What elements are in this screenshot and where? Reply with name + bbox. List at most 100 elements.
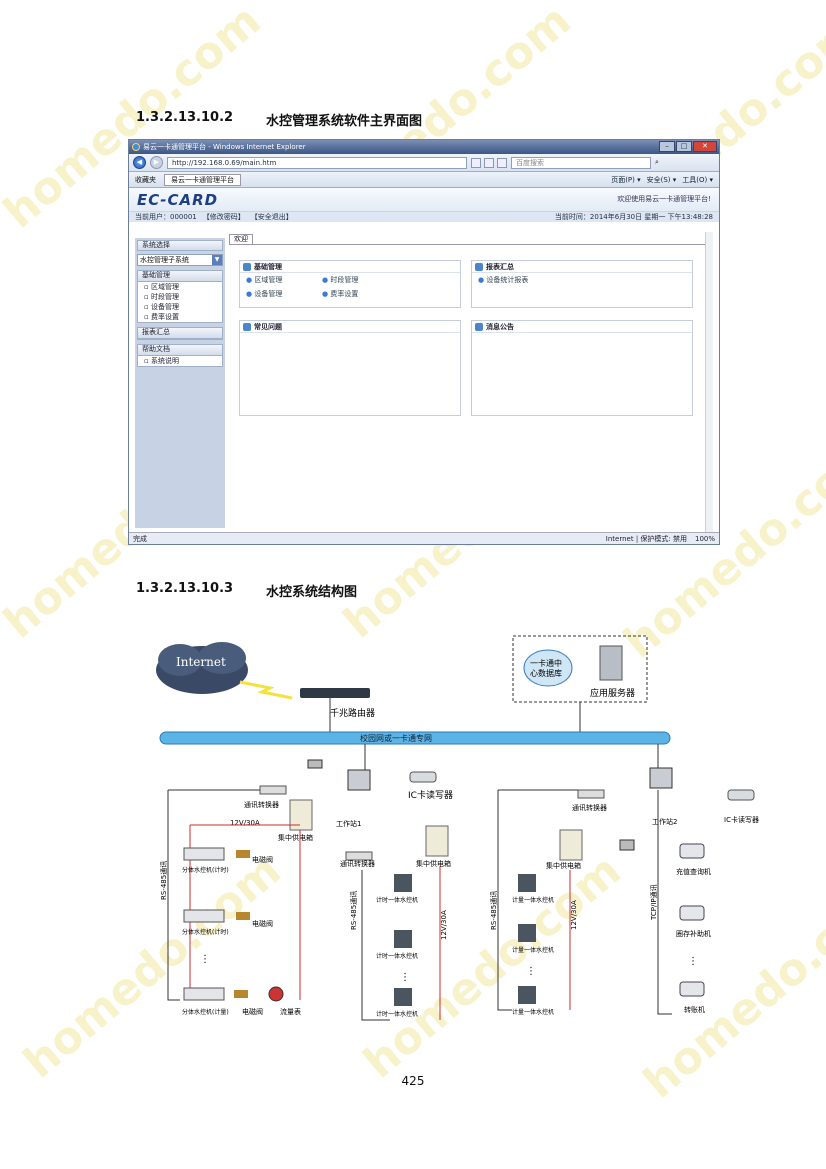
forward-button[interactable]: ▶ — [150, 156, 163, 169]
panel-report: 报表汇总 设备统计报表 — [471, 260, 693, 308]
system-structure-diagram: Internet 千兆路由器 一卡通中 心数据库 应用服务器 校园网或一卡通专网… — [156, 635, 759, 1021]
card-reader1-icon — [409, 771, 437, 783]
sidebar-item-period[interactable]: 时段管理 — [138, 292, 222, 302]
link-rate[interactable]: 费率设置 — [322, 289, 380, 299]
section-number: 1.3.2.13.10.2 — [136, 110, 234, 125]
status-text: 完成 — [133, 534, 147, 543]
internet-label: Internet — [176, 655, 226, 669]
power-box1-icon — [289, 799, 313, 831]
help-header[interactable]: 帮助文档 — [138, 345, 222, 356]
window-title: 易云一卡通管理平台 - Windows Internet Explorer — [143, 143, 306, 151]
tab-bar: 收藏夹 易云一卡通管理平台 页面(P) ▾ 安全(S) ▾ 工具(O) ▾ — [129, 172, 719, 188]
section-number: 1.3.2.13.10.3 — [136, 581, 234, 596]
tools-menu[interactable]: 工具(O) ▾ — [682, 175, 713, 184]
refresh-icon[interactable] — [484, 157, 494, 168]
workstation1-icon — [347, 769, 371, 791]
link-device[interactable]: 设备管理 — [246, 289, 304, 299]
page-menu[interactable]: 页面(P) ▾ — [611, 175, 641, 184]
rs485-mid-label: RS-485通讯 — [349, 891, 358, 930]
search-input[interactable]: 百度搜索 — [511, 156, 651, 169]
svg-text:电磁阀: 电磁阀 — [252, 919, 273, 928]
network-label: 校园网或一卡通专网 — [360, 733, 432, 743]
ec-card-logo: EC-CARD — [137, 191, 219, 209]
minimize-button[interactable]: – — [659, 141, 675, 152]
tab-welcome[interactable]: 欢迎 — [229, 234, 253, 244]
router-label: 千兆路由器 — [330, 707, 375, 719]
svg-text:转账机: 转账机 — [684, 1005, 705, 1014]
section-title: 水控系统结构图 — [266, 585, 358, 600]
zoom-level[interactable]: 100% — [694, 534, 715, 543]
svg-text:分体水控机(计量): 分体水控机(计量) — [182, 1008, 229, 1016]
section-heading-structure: 1.3.2.13.10.3 水控系统结构图 — [136, 581, 357, 600]
close-button[interactable]: ✕ — [693, 141, 717, 152]
system-select-header: 系统选择 — [137, 240, 223, 251]
report-header[interactable]: 报表汇总 — [138, 328, 222, 339]
volt3-label: 12V/30A — [570, 900, 578, 930]
database-icon — [523, 649, 573, 687]
browser-window: 易云一卡通管理平台 - Windows Internet Explorer – … — [128, 139, 720, 545]
section-title: 水控管理系统软件主界面图 — [266, 114, 423, 129]
link-area[interactable]: 区域管理 — [246, 275, 304, 285]
back-button[interactable]: ◀ — [133, 156, 146, 169]
svg-text:电磁阀: 电磁阀 — [252, 855, 273, 864]
power2-label: 集中供电箱 — [416, 859, 451, 868]
svg-text:圈存补助机: 圈存补助机 — [676, 929, 711, 938]
panel-basic: 基础管理 区域管理 时段管理 设备管理 费率设置 — [239, 260, 461, 308]
svg-text:电磁阀: 电磁阀 — [242, 1007, 263, 1016]
svg-text:流量表: 流量表 — [280, 1007, 301, 1016]
converter1-label: 通讯转换器 — [244, 800, 279, 809]
volt2-label: 12V/30A — [440, 910, 448, 940]
section-heading-software: 1.3.2.13.10.2 水控管理系统软件主界面图 — [136, 110, 422, 129]
db-label-line2: 心数据库 — [530, 668, 562, 678]
maximize-button[interactable]: □ — [676, 141, 692, 152]
svg-text:分体水控机(计时): 分体水控机(计时) — [182, 866, 229, 874]
card-rw1-label: IC卡读写器 — [408, 789, 453, 801]
ellipsis-1: ⋮ — [200, 954, 210, 965]
svg-text:计时一体水控机: 计时一体水控机 — [376, 952, 418, 960]
stop-icon[interactable] — [497, 157, 507, 168]
network-bus — [159, 731, 671, 745]
compat-icon[interactable] — [471, 157, 481, 168]
svg-text:分体水控机(计时): 分体水控机(计时) — [182, 928, 229, 936]
svg-text:计量一体水控机: 计量一体水控机 — [512, 896, 554, 904]
workstation2-icon — [649, 767, 673, 789]
link-period[interactable]: 时段管理 — [322, 275, 380, 285]
power3-label: 集中供电箱 — [546, 861, 581, 870]
search-icon[interactable]: ⌕ — [655, 158, 659, 166]
help-group: 帮助文档 系统说明 — [137, 344, 223, 367]
basic-management-header[interactable]: 基础管理 — [138, 271, 222, 282]
welcome-text: 欢迎使用易云一卡通管理平台! — [617, 195, 711, 203]
vertical-scrollbar[interactable] — [705, 232, 713, 532]
converter3-icon — [577, 789, 605, 799]
svg-text:⋮: ⋮ — [400, 972, 410, 983]
system-select[interactable]: 水控管理子系统 — [137, 254, 223, 266]
logout-link[interactable]: 【安全退出】 — [250, 213, 293, 221]
main-area: 欢迎 基础管理 区域管理 时段管理 设备管理 费率设置 报表汇总 设备统计报表 … — [229, 232, 713, 532]
app-server-label: 应用服务器 — [590, 687, 635, 699]
router-icon — [300, 688, 370, 698]
converter1-icon — [259, 785, 287, 795]
sidebar-item-device[interactable]: 设备管理 — [138, 302, 222, 312]
report-group: 报表汇总 — [137, 327, 223, 340]
sidebar-item-system-doc[interactable]: 系统说明 — [138, 356, 222, 366]
ie-icon — [132, 143, 140, 151]
sidebar-item-area[interactable]: 区域管理 — [138, 282, 222, 292]
link-device-report[interactable]: 设备统计报表 — [478, 275, 568, 285]
url-input[interactable]: http://192.168.0.69/main.htm — [167, 156, 467, 169]
integrated-flow-units: 计量一体水控机 计量一体水控机 ⋮ 计量一体水控机 — [512, 874, 554, 1016]
sidebar: 系统选择 水控管理子系统 基础管理 区域管理 时段管理 设备管理 费率设置 报表… — [135, 238, 225, 528]
ws1-label: 工作站1 — [336, 819, 361, 828]
change-password-link[interactable]: 【修改密码】 — [202, 213, 245, 221]
panel-notice-title: 消息公告 — [472, 321, 692, 333]
favorites-button[interactable]: 收藏夹 — [135, 175, 156, 184]
ws2-label: 工作站2 — [652, 817, 677, 826]
valve-unit-3: 分体水控机(计量) 电磁阀 流量表 — [182, 986, 301, 1016]
address-bar: ◀ ▶ http://192.168.0.69/main.htm 百度搜索 ⌕ — [129, 154, 719, 172]
printer1-icon — [307, 759, 323, 769]
basic-management-group: 基础管理 区域管理 时段管理 设备管理 费率设置 — [137, 270, 223, 323]
sidebar-item-rate[interactable]: 费率设置 — [138, 312, 222, 322]
safety-menu[interactable]: 安全(S) ▾ — [646, 175, 677, 184]
browser-tab[interactable]: 易云一卡通管理平台 — [164, 173, 241, 186]
integrated-time-units: 计时一体水控机 计时一体水控机 ⋮ 计时一体水控机 — [376, 874, 418, 1018]
svg-text:计时一体水控机: 计时一体水控机 — [376, 1010, 418, 1018]
